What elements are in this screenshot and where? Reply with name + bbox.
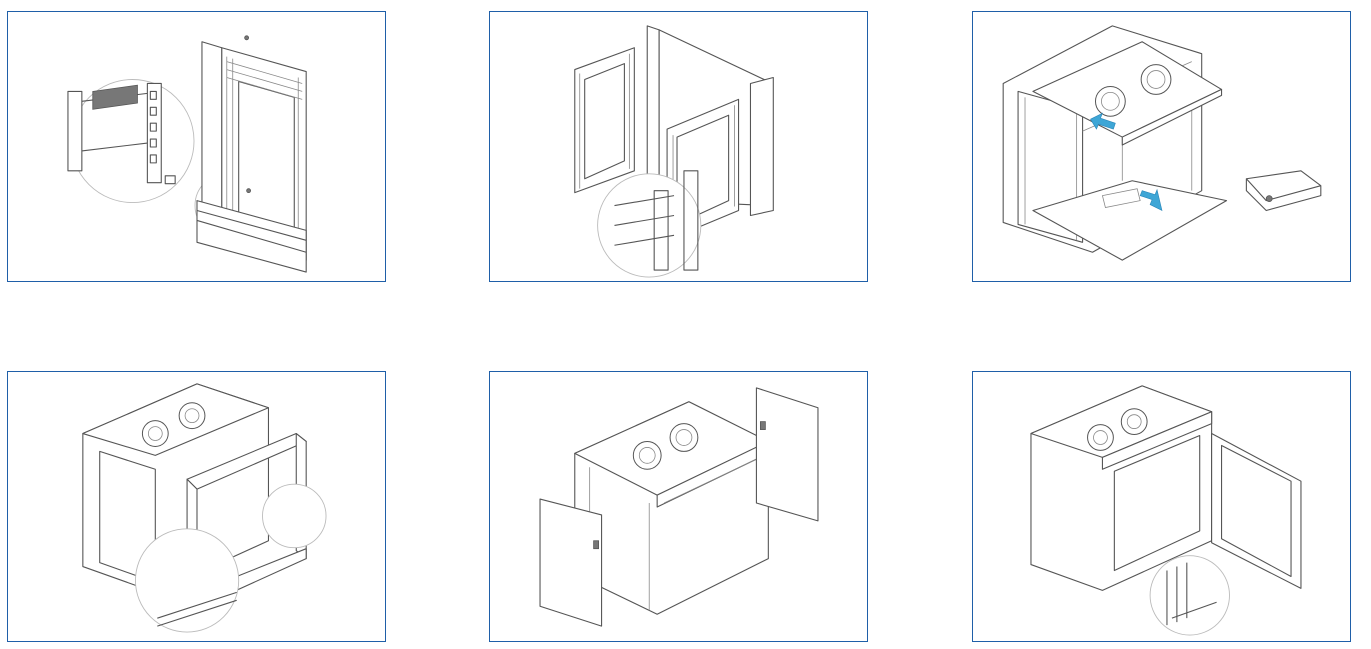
fan-icon — [178, 402, 206, 430]
step-3-panel — [972, 11, 1351, 282]
fan-icon — [632, 440, 662, 470]
step-6-panel — [972, 371, 1351, 642]
front-door-illustration — [1030, 385, 1302, 636]
fan-icon — [669, 423, 699, 452]
right-door — [755, 387, 819, 522]
screw-icon — [164, 175, 176, 185]
top-bottom-panel-illustration — [1002, 25, 1322, 261]
step-2-panel — [489, 11, 868, 282]
detail-magnifier-small — [262, 483, 327, 549]
frame-mounting-illustration — [67, 35, 307, 273]
front-frame-illustration — [82, 383, 327, 633]
fan-icon — [1087, 424, 1114, 451]
left-door — [539, 498, 603, 627]
fan-icon — [1140, 64, 1172, 95]
fan-icon — [141, 420, 169, 447]
arrow-icon — [1090, 112, 1116, 130]
detail-magnifier — [135, 528, 240, 633]
detail-magnifier — [1149, 555, 1230, 636]
step-5-panel — [489, 371, 868, 642]
side-door-illustration — [539, 387, 819, 627]
fan-icon — [1094, 85, 1126, 117]
detail-magnifier — [597, 173, 702, 278]
side-panel-illustration — [574, 25, 774, 278]
step-1-panel — [7, 11, 386, 282]
arrow-icon — [1139, 188, 1163, 212]
fan-icon — [1120, 408, 1148, 436]
step-4-panel — [7, 371, 386, 642]
